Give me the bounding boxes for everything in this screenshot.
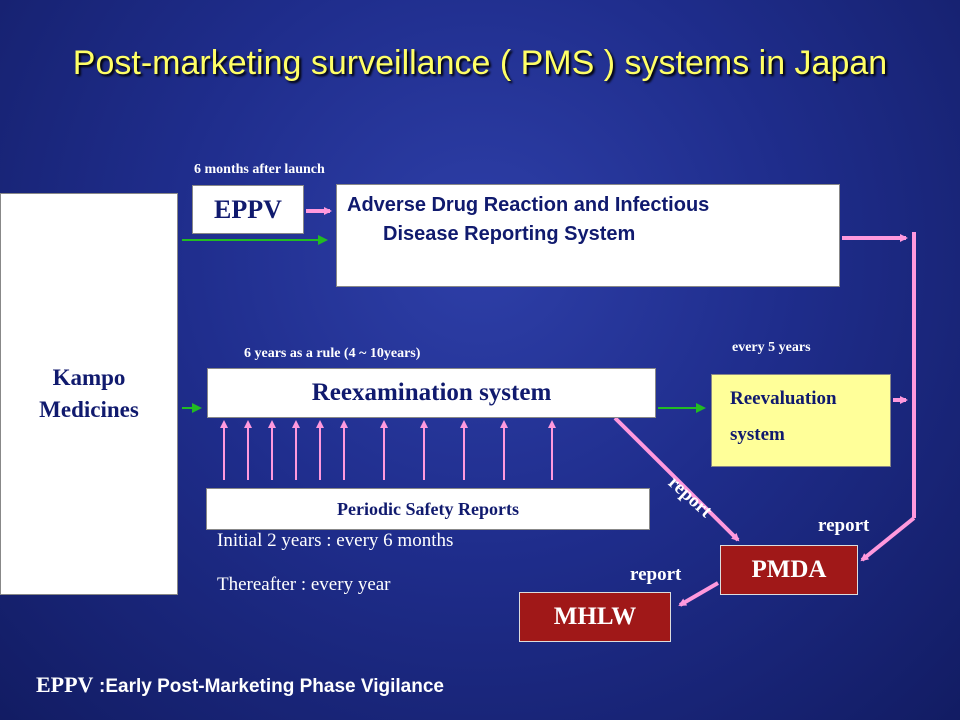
psr-thereafter: Thereafter : every year <box>217 574 391 595</box>
reevaluation-box: Reevaluation system <box>711 374 891 467</box>
reexam-timing: 6 years as a rule (4 ~ 10years) <box>244 346 421 361</box>
report-label-to-pmda: report <box>818 515 870 536</box>
adr-line2: Disease Reporting System <box>383 223 636 245</box>
psr-initial: Initial 2 years : every 6 months <box>217 530 454 551</box>
pmda-box: PMDA <box>720 545 858 595</box>
adr-line1: Adverse Drug Reaction and Infectious <box>347 194 710 216</box>
kampo-line1: Kampo <box>52 365 126 390</box>
reexamination-box: Reexamination system <box>207 368 656 418</box>
eppv-box: EPPV <box>192 185 304 234</box>
eppv-timing: 6 months after launch <box>194 162 325 177</box>
mhlw-box: MHLW <box>519 592 671 642</box>
periodic-safety-reports-box: Periodic Safety Reports <box>206 488 650 530</box>
footer-definition: EPPV :Early Post-Marketing Phase Vigilan… <box>36 672 444 698</box>
footer-def: :Early Post-Marketing Phase Vigilance <box>99 676 444 697</box>
reeval-line2: system <box>730 424 785 445</box>
pink-arrow-pmda-mhlw <box>678 581 720 607</box>
pink-arrow-to-pmda <box>860 516 916 562</box>
kampo-line2: Medicines <box>39 397 139 422</box>
pink-arrow-reexam-pmda <box>613 416 740 542</box>
adr-reporting-box: Adverse Drug Reaction and Infectious Dis… <box>336 184 840 287</box>
page-title: Post-marketing surveillance ( PMS ) syst… <box>72 44 888 82</box>
reeval-line1: Reevaluation <box>730 388 837 409</box>
psr-arrows <box>220 420 556 480</box>
reeval-timing: every 5 years <box>732 340 811 355</box>
kampo-medicines-box: Kampo Medicines <box>0 193 178 595</box>
report-label-to-mhlw: report <box>630 564 682 585</box>
footer-abbr: EPPV <box>36 672 94 697</box>
